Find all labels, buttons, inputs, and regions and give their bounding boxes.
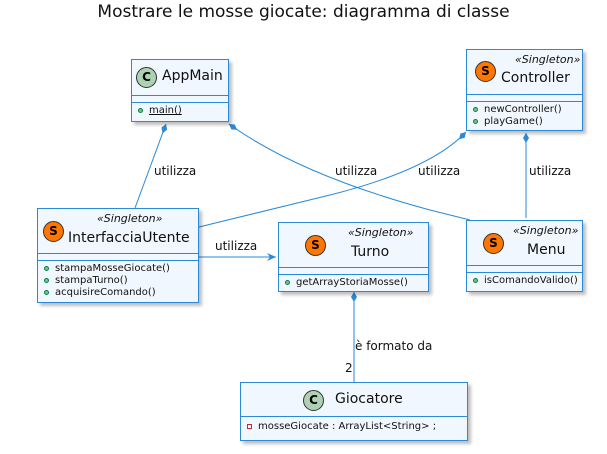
link-controller-interfaccia xyxy=(198,131,467,228)
singleton-s-icon: S xyxy=(43,221,64,242)
stereotype-label: «Singleton» xyxy=(97,212,163,225)
public-method-icon xyxy=(473,119,478,124)
class-interfacciautente[interactable]: S «Singleton» InterfacciaUtente stampaMo… xyxy=(37,208,199,303)
class-c-icon: C xyxy=(136,67,157,88)
label-controller-menu: utilizza xyxy=(529,164,572,178)
class-menu[interactable]: S «Singleton» Menu isComandoValido() xyxy=(466,220,583,292)
label-appmain-interfaccia: utilizza xyxy=(154,164,197,178)
public-method-icon xyxy=(44,278,49,283)
class-header: S «Singleton» Controller xyxy=(467,50,582,95)
link-appmain-interfaccia xyxy=(134,123,168,209)
method-item: stampaTurno() xyxy=(38,275,198,287)
class-turno[interactable]: S «Singleton» Turno getArrayStoriaMosse(… xyxy=(278,222,429,292)
class-name: Giocatore xyxy=(335,391,403,407)
class-header: C AppMain xyxy=(132,60,228,96)
public-method-icon xyxy=(473,107,478,112)
class-header: C Giocatore xyxy=(241,383,467,417)
class-giocatore[interactable]: C Giocatore mosseGiocate : ArrayList<Str… xyxy=(240,382,468,441)
diagram-title: Mostrare le mosse giocate: diagramma di … xyxy=(97,2,510,22)
singleton-s-icon: S xyxy=(475,61,496,82)
attributes-compartment xyxy=(467,266,582,273)
public-method-icon xyxy=(138,108,143,113)
attributes-compartment xyxy=(38,254,198,261)
method-item: acquisireComando() xyxy=(38,287,198,299)
link-appmain-menu xyxy=(228,123,471,221)
attributes-compartment xyxy=(279,268,428,275)
label-appmain-menu: utilizza xyxy=(335,164,378,178)
label-controller-interfaccia: utilizza xyxy=(418,164,461,178)
private-field-icon xyxy=(247,424,252,429)
class-header: S «Singleton» InterfacciaUtente xyxy=(38,209,198,254)
class-name: InterfacciaUtente xyxy=(68,230,190,246)
stereotype-label: «Singleton» xyxy=(348,226,414,239)
attributes-compartment xyxy=(132,96,228,103)
class-name: Menu xyxy=(527,242,566,258)
method-item: main() xyxy=(132,105,228,117)
class-controller[interactable]: S «Singleton» Controller newController()… xyxy=(466,49,583,131)
class-name: AppMain xyxy=(162,68,223,84)
stereotype-label: «Singleton» xyxy=(515,53,581,66)
multiplicity-label: 2 xyxy=(345,361,353,375)
attributes-compartment xyxy=(467,95,582,102)
singleton-s-icon: S xyxy=(483,233,504,254)
class-appmain[interactable]: C AppMain main() xyxy=(131,59,229,122)
stereotype-label: «Singleton» xyxy=(513,224,579,237)
label-turno-giocatore: è formato da xyxy=(355,339,433,353)
class-c-icon: C xyxy=(303,390,324,411)
method-item: playGame() xyxy=(467,116,582,128)
method-item: newController() xyxy=(467,104,582,116)
singleton-s-icon: S xyxy=(305,235,326,256)
label-interfaccia-turno: utilizza xyxy=(215,239,258,253)
attribute-item: mosseGiocate : ArrayList<String> ; xyxy=(241,421,467,433)
public-method-icon xyxy=(44,290,49,295)
class-header: S «Singleton» Turno xyxy=(279,223,428,268)
method-item: stampaMosseGiocate() xyxy=(38,263,198,275)
class-header: S «Singleton» Menu xyxy=(467,221,582,266)
class-name: Turno xyxy=(351,244,390,260)
public-method-icon xyxy=(473,278,478,283)
methods-compartment xyxy=(241,433,467,440)
method-item: isComandoValido() xyxy=(467,275,582,287)
class-name: Controller xyxy=(501,70,570,86)
method-item: getArrayStoriaMosse() xyxy=(279,277,428,289)
public-method-icon xyxy=(44,266,49,271)
public-method-icon xyxy=(285,280,290,285)
